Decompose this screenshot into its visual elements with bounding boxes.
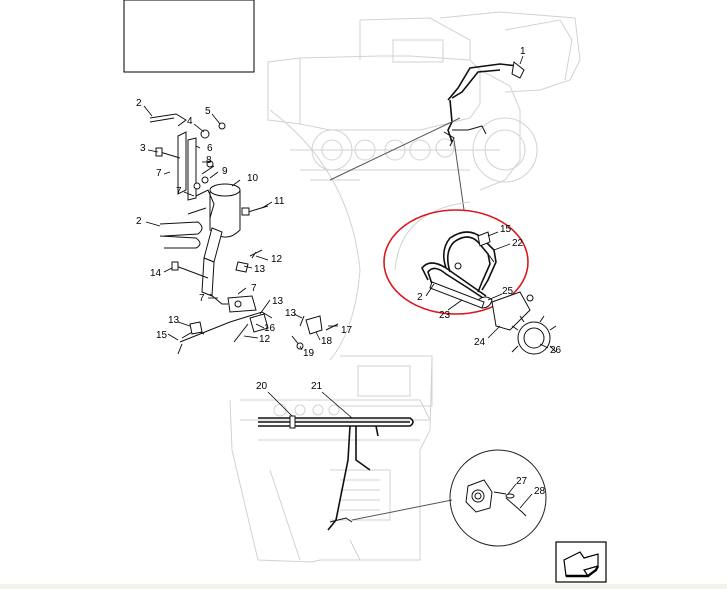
cab-outline [229,355,433,563]
link-line-right [453,139,465,211]
callout-2: 2 [417,292,423,303]
callout-1: 1 [520,46,526,57]
callout-27: 27 [516,476,528,487]
next-page-arrow-icon[interactable] [555,541,607,583]
callout-12: 12 [271,254,283,265]
callout-7: 7 [199,293,205,304]
callout-4: 4 [187,116,193,127]
callout-23: 23 [439,310,451,321]
callout-21: 21 [311,381,323,392]
callout-26: 26 [550,345,562,356]
callout-10: 10 [247,173,259,184]
callout-28: 28 [534,486,546,497]
callout-3: 3 [140,143,146,154]
tractor-outline [267,11,581,191]
callout-24: 24 [474,337,486,348]
cab-harness [258,415,414,531]
callout-8: 8 [206,155,212,166]
callout-14: 14 [150,268,162,279]
callout-13: 13 [285,308,297,319]
callout-9: 9 [222,166,228,177]
wiring-harness-detail [421,231,557,355]
callout-13: 13 [254,264,266,275]
leader-lines [143,55,549,509]
harness-tractor [443,61,525,147]
callout-22: 22 [512,238,524,249]
callout-17: 17 [341,325,353,336]
connector-detail [351,449,547,547]
callout-7: 7 [176,186,182,197]
detail-arc-right [394,201,471,271]
callout-13: 13 [168,315,180,326]
callout-7: 7 [251,283,257,294]
steering-column-assembly [149,113,339,355]
callout-12: 12 [259,334,271,345]
callout-labels: 1 2 5 4 6 3 8 7 9 10 7 11 2 12 13 14 7 7… [136,46,562,497]
callout-6: 6 [207,143,213,154]
callout-5: 5 [205,106,211,117]
highlight-circle [383,209,529,315]
title-box [123,0,255,73]
callout-25: 25 [502,286,514,297]
callout-2: 2 [136,98,142,109]
callout-15: 15 [156,330,168,341]
callout-19: 19 [303,348,315,359]
callout-2: 2 [136,216,142,227]
callout-11: 11 [274,196,285,207]
callout-16: 16 [264,323,276,334]
callout-13: 13 [272,296,284,307]
callout-20: 20 [256,381,268,392]
callout-18: 18 [321,336,333,347]
link-line-left [329,117,461,181]
detail-arc-left [269,109,361,361]
callout-15: 15 [500,224,512,235]
callout-7: 7 [156,168,162,179]
page-bottom-edge [0,584,727,589]
